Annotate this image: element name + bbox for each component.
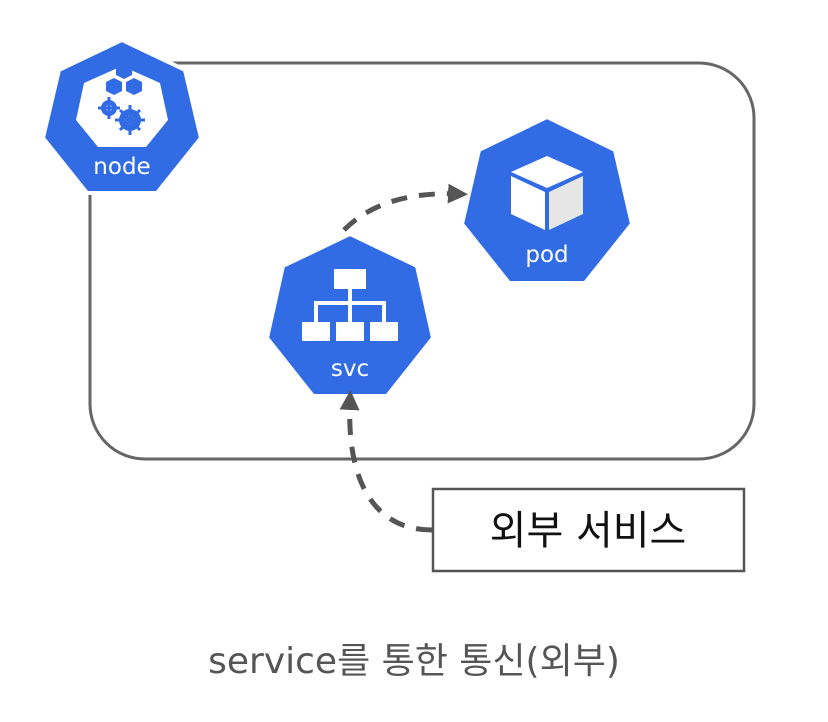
node-heptagon: node (40, 37, 204, 195)
external-service-box (431, 487, 746, 573)
pod-label: pod (525, 242, 568, 268)
cluster-node-icon (76, 62, 168, 147)
diagram-caption: service를 통한 통신(외부) (208, 641, 620, 682)
node-label: node (93, 154, 150, 180)
external-service-label: 외부 서비스 (490, 508, 687, 554)
cube-icon (511, 156, 583, 230)
arrow-svc-to-pod (342, 183, 468, 232)
network-tree-icon (302, 269, 398, 341)
pod-heptagon: pod (459, 114, 635, 285)
svc-heptagon: svc (264, 231, 436, 398)
arrow-external-to-svc (339, 390, 433, 533)
node-boundary (88, 61, 756, 461)
svc-label: svc (331, 356, 369, 382)
